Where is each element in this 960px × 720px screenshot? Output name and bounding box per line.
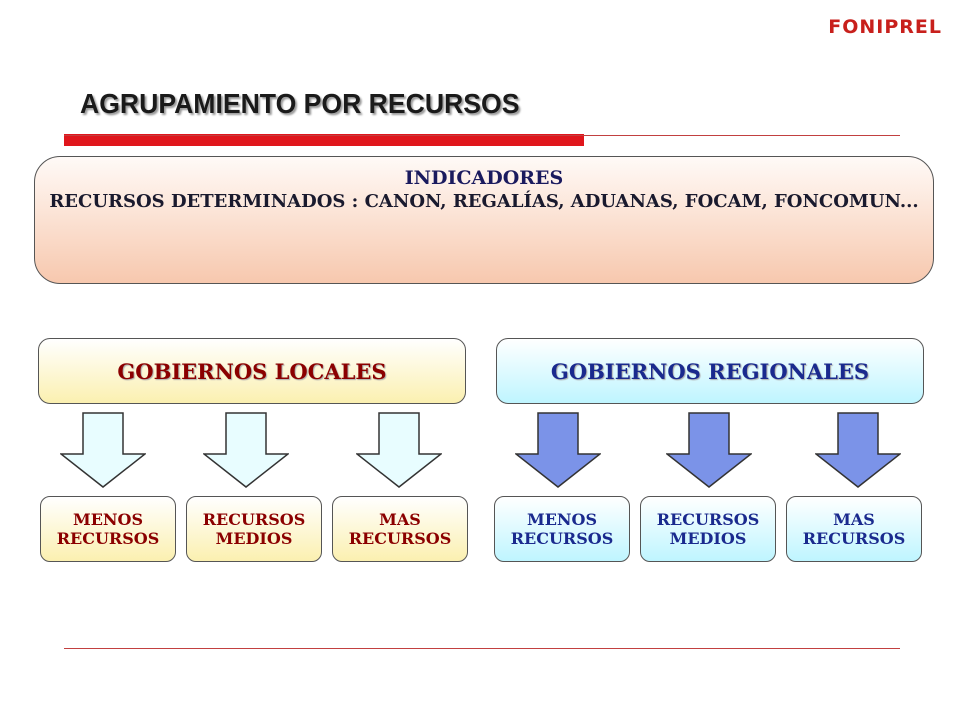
page-title: AGRUPAMIENTO POR RECURSOS [80, 88, 520, 119]
down-arrow-icon [815, 412, 901, 488]
top-divider-line [64, 135, 900, 136]
group-gobiernos-regionales: GOBIERNOS REGIONALES [496, 338, 924, 404]
regional-menos-recursos: MENOS RECURSOS [494, 496, 630, 562]
regional-recursos-medios: RECURSOS MEDIOS [640, 496, 776, 562]
title-underline-bar [64, 134, 584, 146]
foniprel-logo: FONIPREL [828, 16, 942, 38]
regional-mas-recursos: MAS RECURSOS [786, 496, 922, 562]
indicators-box: INDICADORES RECURSOS DETERMINADOS : CANO… [34, 156, 934, 284]
down-arrow-icon [356, 412, 442, 488]
indicators-text: RECURSOS DETERMINADOS : CANON, REGALÍAS,… [49, 191, 919, 212]
local-mas-recursos: MAS RECURSOS [332, 496, 468, 562]
group-gobiernos-locales: GOBIERNOS LOCALES [38, 338, 466, 404]
down-arrow-icon [515, 412, 601, 488]
down-arrow-icon [203, 412, 289, 488]
local-recursos-medios: RECURSOS MEDIOS [186, 496, 322, 562]
down-arrow-icon [666, 412, 752, 488]
bottom-divider-line [64, 648, 900, 649]
local-menos-recursos: MENOS RECURSOS [40, 496, 176, 562]
indicators-heading: INDICADORES [404, 167, 564, 189]
down-arrow-icon [60, 412, 146, 488]
